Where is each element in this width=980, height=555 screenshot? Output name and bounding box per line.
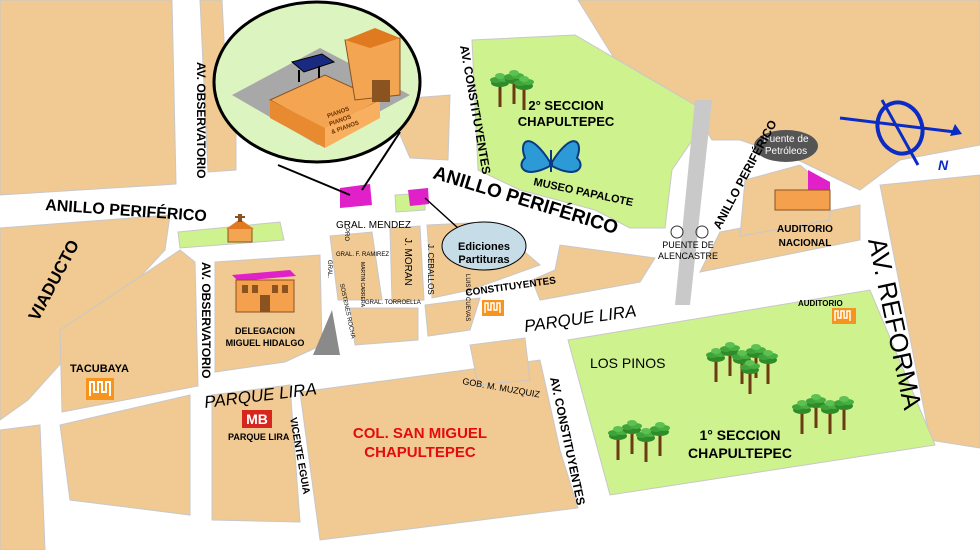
metro-icon-auditorio [832,308,856,324]
label-gral-mendez: GRAL. MENDEZ [336,220,411,231]
auditorio-building-icon [774,189,831,211]
partituras-label-1: Ediciones [458,241,510,253]
label-san-miguel-2: CHAPULTEPEC [364,444,476,461]
label-martin-carrera: MARTIN CARRERA [359,262,365,308]
gray-wedge [313,310,340,355]
label-delegacion-1: DELEGACION [235,326,295,336]
delegacion-building-icon [232,270,296,313]
metro-icon-constituyentes [482,300,504,316]
store-location [340,184,372,208]
partituras-location [408,188,429,206]
compass-icon: N [839,99,962,173]
label-puente-1: PUENTE DE [662,240,714,250]
label-j-ceballos: J. CEBALLOS [426,244,435,295]
church-icon [226,214,254,243]
label-gral-f-ramirez: GRAL. F. RAMIREZ [336,252,389,258]
label-los-pinos: LOS PINOS [590,355,665,371]
label-delegacion-2: MIGUEL HIDALGO [226,338,305,348]
fuente-label-1: Fuente de [763,134,808,145]
overpass-right [695,225,709,239]
label-puente-2: ALENCASTRE [658,251,718,261]
label-gral-torroella: GRAL. TORROELLA [365,300,421,306]
metrobus-icon-parque-lira: MB [242,410,272,428]
ediciones-partituras-marker[interactable]: Ediciones Partituras [424,197,527,271]
label-gral: GRAL. [326,260,332,278]
label-2a-seccion-2: CHAPULTEPEC [518,114,615,129]
label-2a-seccion-1: 2° SECCION [528,98,603,113]
label-san-miguel-1: COL. SAN MIGUEL [353,425,487,442]
svg-text:MB: MB [246,411,268,427]
label-luis-g-cuevas: LUIS G. CUEVAS [464,274,470,321]
metro-icon-tacubaya [86,378,114,400]
store-zoom: PIANOS PIANOS & PIANOS [212,0,422,196]
label-auditorio-nacional-2: NACIONAL [779,238,832,249]
compass-north-letter: N [938,157,949,173]
label-observatorio-south: AV. OBSERVATORIO [199,262,213,378]
butterfly-icon [520,140,582,173]
partituras-label-2: Partituras [458,254,509,266]
label-pro: PRO [343,228,349,241]
puente-road [675,100,712,305]
label-1a-seccion-2: CHAPULTEPEC [688,445,792,461]
label-j-moran: J. MORAN [402,238,413,286]
label-metro-auditorio: AUDITORIO [798,299,843,308]
label-metrobus-parque-lira: PARQUE LIRA [228,432,290,442]
fuente-petroleos-marker: Fuente de Petróleos [754,130,818,162]
label-metro-tacubaya: TACUBAYA [70,363,129,375]
fuente-label-2: Petróleos [765,146,807,157]
label-auditorio-nacional-1: AUDITORIO [777,224,833,235]
label-1a-seccion-1: 1° SECCION [699,427,780,443]
label-observatorio-north: AV. OBSERVATORIO [194,62,208,178]
overpass-left [670,225,684,239]
